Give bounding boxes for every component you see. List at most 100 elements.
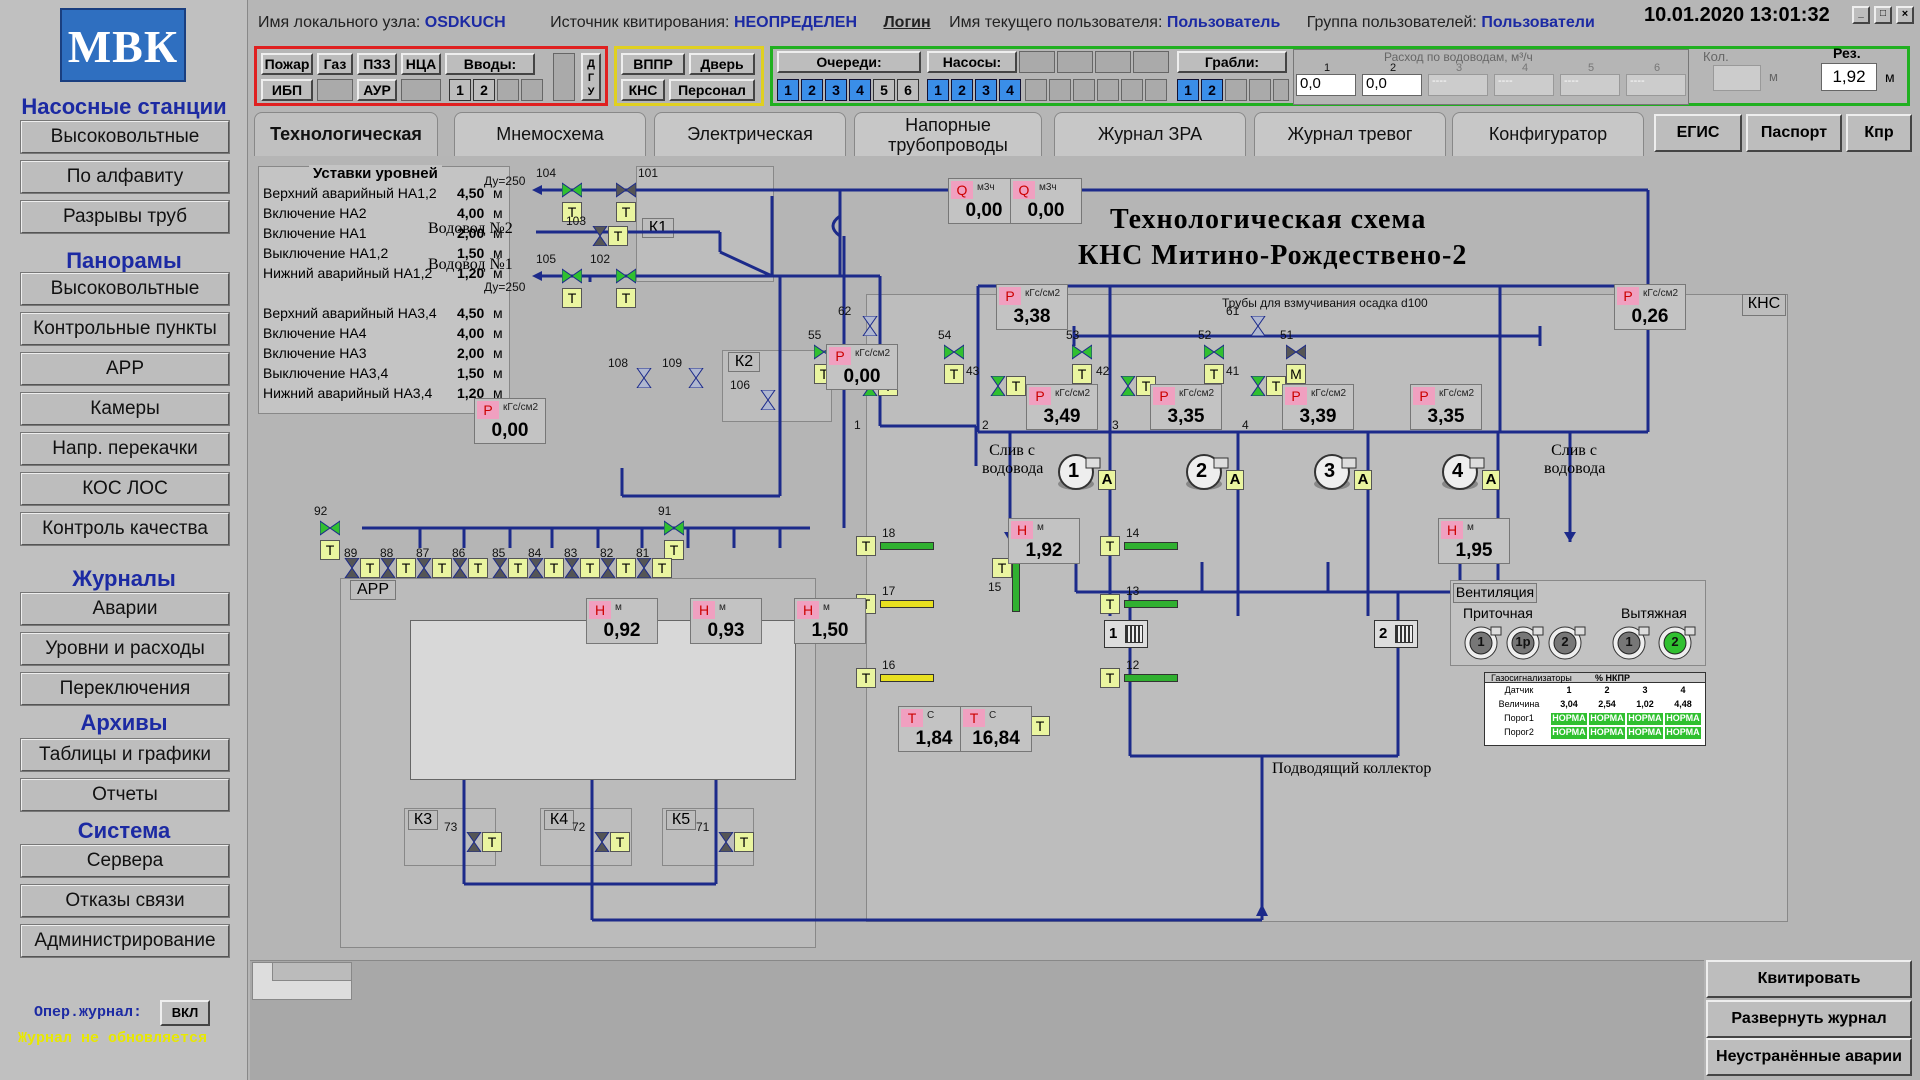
telemetry-tag[interactable]: T bbox=[608, 226, 628, 246]
meter-t1[interactable]: T C 1,84 bbox=[898, 706, 970, 752]
valve-icon[interactable] bbox=[860, 315, 880, 337]
gas-indicator[interactable]: Газ bbox=[317, 53, 353, 75]
input-1[interactable]: 1 bbox=[449, 79, 471, 101]
valve-icon[interactable] bbox=[1285, 342, 1307, 362]
queue-1[interactable]: 1 bbox=[777, 79, 799, 101]
sidebar-item-quality[interactable]: Контроль качества bbox=[20, 512, 230, 546]
telemetry-tag[interactable]: T bbox=[664, 540, 684, 560]
valve-icon[interactable] bbox=[1248, 315, 1268, 337]
valve-icon[interactable] bbox=[1203, 342, 1225, 362]
unresolved-alarms-button[interactable]: Неустранённые аварии bbox=[1706, 1038, 1912, 1076]
oper-journal-toggle[interactable]: ВКЛ bbox=[160, 1000, 210, 1026]
meter-q2[interactable]: Q м3ч 0,00 bbox=[1010, 178, 1082, 224]
valve-icon[interactable] bbox=[686, 367, 706, 389]
arr-tag[interactable]: АРР bbox=[350, 580, 396, 600]
acknowledge-button[interactable]: Квитировать bbox=[1706, 960, 1912, 998]
fan-icon[interactable]: 1 bbox=[1463, 625, 1503, 661]
k4-tag[interactable]: К4 bbox=[544, 810, 574, 830]
aur-indicator[interactable]: АУР bbox=[357, 79, 397, 101]
sidebar-item-cameras[interactable]: Камеры bbox=[20, 392, 230, 426]
telemetry-tag[interactable]: T bbox=[1100, 668, 1120, 688]
kns-tag[interactable]: КНС bbox=[1742, 294, 1786, 316]
meter-p-right[interactable]: P кГс/см2 0,26 bbox=[1614, 284, 1686, 330]
meter-p-42[interactable]: P кГс/см2 3,39 bbox=[1282, 384, 1354, 430]
telemetry-tag[interactable]: T bbox=[468, 558, 488, 578]
meter-h-arr2[interactable]: H м 0,93 bbox=[690, 598, 762, 644]
pump-icon[interactable]: 3 A bbox=[1312, 452, 1372, 492]
valve-icon[interactable] bbox=[716, 831, 736, 853]
valve-icon[interactable] bbox=[1071, 342, 1093, 362]
meter-p-41[interactable]: P кГс/см2 3,35 bbox=[1410, 384, 1482, 430]
telemetry-tag[interactable]: T bbox=[1204, 364, 1224, 384]
k3-tag[interactable]: К3 bbox=[408, 810, 438, 830]
dgu-indicator[interactable]: Д Г У bbox=[581, 53, 601, 101]
door-indicator[interactable]: Дверь bbox=[689, 53, 755, 75]
grate-bar[interactable] bbox=[880, 542, 934, 550]
valve-icon[interactable] bbox=[758, 389, 778, 411]
rake-1[interactable]: 1 bbox=[1177, 79, 1199, 101]
telemetry-tag[interactable]: T bbox=[616, 558, 636, 578]
k5-tag[interactable]: К5 bbox=[666, 810, 696, 830]
telemetry-tag[interactable]: T bbox=[856, 536, 876, 556]
sidebar-item-kos-los[interactable]: КОС ЛОС bbox=[20, 472, 230, 506]
telemetry-tag[interactable]: T bbox=[562, 288, 582, 308]
sidebar-item-high-voltage[interactable]: Высоковольтные bbox=[20, 120, 230, 154]
telemetry-tag[interactable]: T bbox=[360, 558, 380, 578]
queue-3[interactable]: 3 bbox=[825, 79, 847, 101]
sidebar-item-tables-charts[interactable]: Таблицы и графики bbox=[20, 738, 230, 772]
meter-p-left[interactable]: P кГс/см2 3,38 bbox=[996, 284, 1068, 330]
sidebar-item-link-failures[interactable]: Отказы связи bbox=[20, 884, 230, 918]
telemetry-tag[interactable]: T bbox=[610, 832, 630, 852]
valve-icon[interactable] bbox=[634, 557, 654, 579]
ups-indicator[interactable]: ИБП bbox=[261, 79, 313, 101]
meter-h-left[interactable]: H м 1,92 bbox=[1008, 518, 1080, 564]
tab-zra-journal[interactable]: Журнал ЗРА bbox=[1054, 112, 1246, 156]
sidebar-item-levels-flows[interactable]: Уровни и расходы bbox=[20, 632, 230, 666]
meter-p-43[interactable]: P кГс/см2 3,35 bbox=[1150, 384, 1222, 430]
queue-6[interactable]: 6 bbox=[897, 79, 919, 101]
queue-2[interactable]: 2 bbox=[801, 79, 823, 101]
valve-icon[interactable] bbox=[1248, 375, 1268, 397]
valve-icon[interactable] bbox=[663, 518, 685, 538]
valve-icon[interactable] bbox=[988, 375, 1008, 397]
meter-p-44[interactable]: P кГс/см2 3,49 bbox=[1026, 384, 1098, 430]
ventilation-tag[interactable]: Вентиляция bbox=[1453, 583, 1537, 603]
pump-status-1[interactable]: 1 bbox=[927, 79, 949, 101]
telemetry-tag[interactable]: T bbox=[580, 558, 600, 578]
grate-bar[interactable] bbox=[1124, 542, 1178, 550]
valve-icon[interactable] bbox=[526, 557, 546, 579]
valve-icon[interactable] bbox=[590, 225, 610, 247]
fan-icon[interactable]: 2 bbox=[1657, 625, 1697, 661]
telemetry-tag[interactable]: T bbox=[482, 832, 502, 852]
sidebar-item-administration[interactable]: Администрирование bbox=[20, 924, 230, 958]
pump-icon[interactable]: 2 A bbox=[1184, 452, 1244, 492]
tab-alarm-journal[interactable]: Журнал тревог bbox=[1254, 112, 1446, 156]
expand-journal-button[interactable]: Развернуть журнал bbox=[1706, 1000, 1912, 1038]
pump-status-4[interactable]: 4 bbox=[999, 79, 1021, 101]
telemetry-tag[interactable]: T bbox=[944, 364, 964, 384]
telemetry-tag[interactable]: T bbox=[1030, 716, 1050, 736]
meter-h-arr1[interactable]: H м 0,92 bbox=[586, 598, 658, 644]
pzz-indicator[interactable]: ПЗЗ bbox=[357, 53, 397, 75]
egis-button[interactable]: ЕГИС bbox=[1654, 114, 1742, 152]
valve-icon[interactable] bbox=[634, 367, 654, 389]
telemetry-tag[interactable]: T bbox=[1072, 364, 1092, 384]
tab-configurator[interactable]: Конфигуратор bbox=[1452, 112, 1644, 156]
login-link[interactable]: Логин bbox=[883, 14, 931, 31]
telemetry-tag[interactable]: T bbox=[508, 558, 528, 578]
telemetry-tag[interactable]: T bbox=[992, 558, 1012, 578]
telemetry-tag[interactable]: T bbox=[652, 558, 672, 578]
valve-icon[interactable] bbox=[561, 266, 583, 286]
grate-bar[interactable] bbox=[880, 674, 934, 682]
vppr-indicator[interactable]: ВППР bbox=[621, 53, 685, 75]
telemetry-tag[interactable]: T bbox=[432, 558, 452, 578]
kns-indicator[interactable]: КНС bbox=[621, 79, 665, 101]
valve-icon[interactable] bbox=[378, 557, 398, 579]
queue-5[interactable]: 5 bbox=[873, 79, 895, 101]
telemetry-tag[interactable]: T bbox=[616, 202, 636, 222]
valve-icon[interactable] bbox=[598, 557, 618, 579]
kpr-button[interactable]: Кпр bbox=[1846, 114, 1912, 152]
pressure-box-1[interactable]: 1 bbox=[1104, 620, 1148, 648]
meter-h-arr3[interactable]: H м 1,50 bbox=[794, 598, 866, 644]
passport-button[interactable]: Паспорт bbox=[1746, 114, 1842, 152]
